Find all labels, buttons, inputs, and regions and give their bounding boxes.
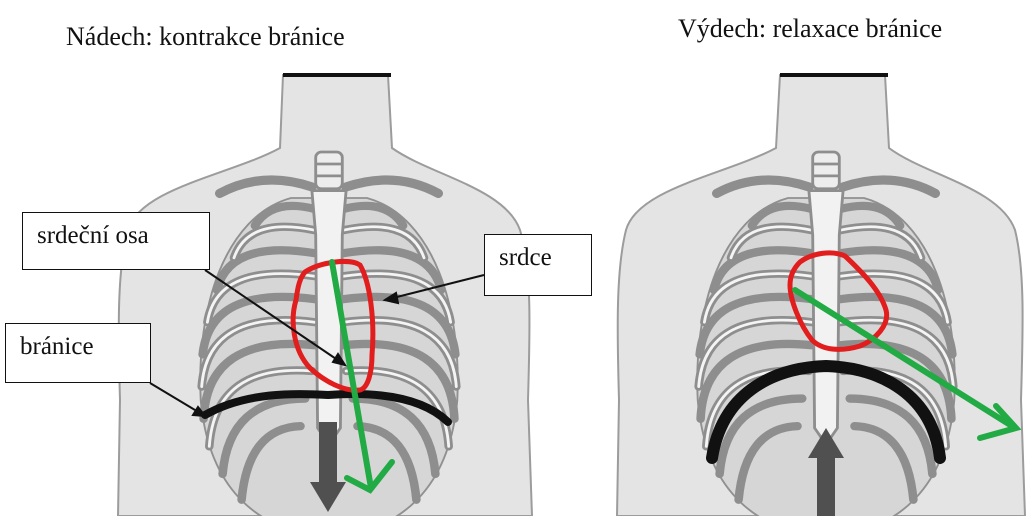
neck-edge bbox=[780, 73, 888, 77]
diaphragm-label: bránice bbox=[5, 323, 151, 383]
exhale-panel bbox=[617, 73, 1025, 516]
heart-label: srdce bbox=[484, 234, 592, 296]
heart-axis-label: srdeční osa bbox=[22, 212, 210, 270]
neck-edge bbox=[283, 73, 391, 77]
inhale-panel bbox=[118, 73, 532, 516]
